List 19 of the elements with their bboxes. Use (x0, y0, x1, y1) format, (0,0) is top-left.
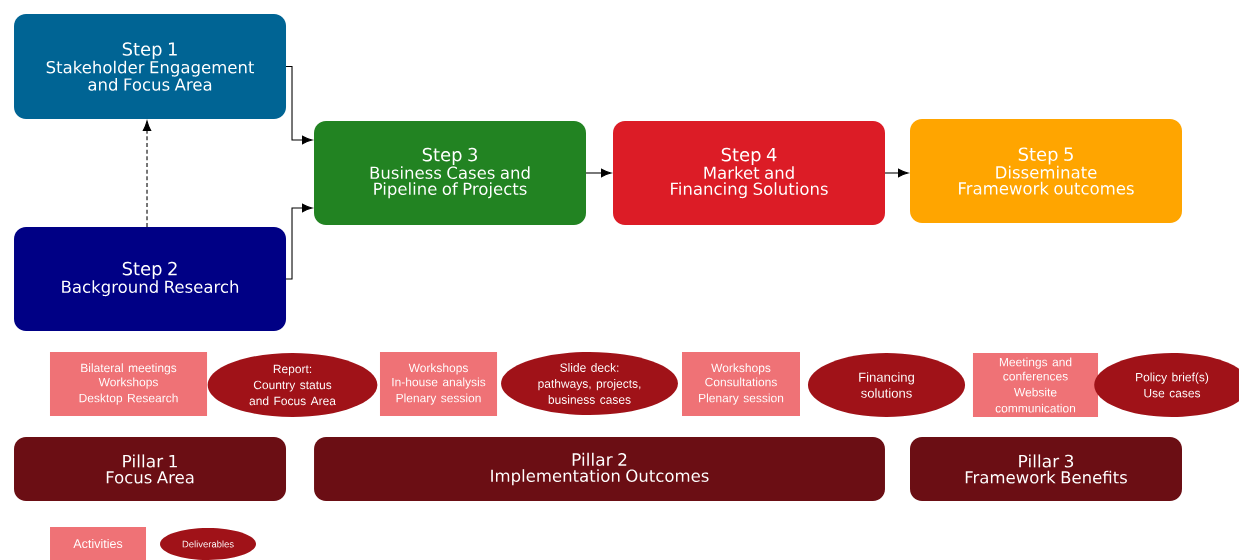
step-box: Step 1 Stakeholder Engagement and Focus Area (14, 13, 286, 120)
pillar-box: Pillar 1 Focus Area (14, 437, 286, 501)
arrow (142, 120, 152, 228)
arrow (884, 168, 909, 178)
pillar-box: Pillar 3 Framework Benefits (910, 437, 1182, 501)
arrow (585, 168, 612, 178)
legend-item: Deliverables (160, 528, 256, 560)
pillar-box: Pillar 2 Implementation Outcomes (314, 437, 885, 501)
arrow (285, 65, 313, 145)
activity-box: Meetings and conferences Website communication (972, 353, 1099, 417)
legend-item: Activities (50, 526, 146, 560)
activity-box: Workshops Consultations Plenary session (682, 352, 800, 416)
activity-box: Bilateral meetings Workshops Desktop Research (50, 352, 208, 416)
arrow (285, 203, 313, 280)
activity-box: Workshops In-house analysis Plenary session (380, 352, 498, 416)
step-box: Step 5 Disseminate Framework outcomes (910, 119, 1182, 223)
step-box: Step 3 Business Cases and Pipeline of Projects (314, 121, 586, 225)
step-box: Step 4 Market and Financing Solutions (613, 121, 885, 225)
step-box: Step 2 Background Research (14, 227, 286, 331)
